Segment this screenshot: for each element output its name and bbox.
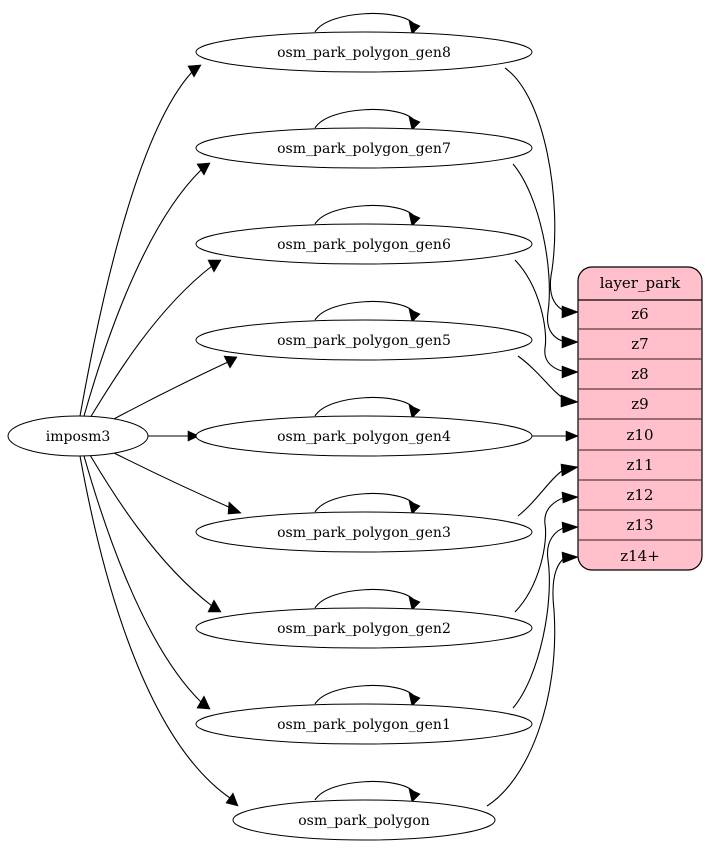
- self-loop-gen6: [314, 204, 415, 225]
- arrowhead-self-loop-gen7: [408, 116, 421, 131]
- node-gen6-label: osm_park_polygon_gen6: [277, 237, 451, 253]
- self-loop-gen1: [314, 684, 415, 705]
- arrowhead-self-loop-gen5: [408, 308, 421, 323]
- edge-imposm3-to-gen7: [83, 169, 202, 417]
- table-cell-z14plus[interactable]: z14+: [620, 547, 660, 565]
- node-gen8-label: osm_park_polygon_gen8: [277, 45, 451, 61]
- arrowhead-gen1-z13: [561, 521, 579, 534]
- arrowhead-imposm3-gen1: [196, 695, 211, 710]
- self-loop-gen5: [314, 300, 415, 321]
- arrowhead-base-z14plus: [561, 551, 579, 564]
- arrowhead-imposm3-gen7: [196, 162, 211, 176]
- edge-group-to-layer-park: [486, 67, 579, 807]
- edge-gen1-to-z13: [512, 526, 567, 709]
- arrowhead-gen4-z10: [565, 430, 579, 442]
- arrowhead-self-loop-base: [408, 788, 421, 803]
- edge-imposm3-to-gen2: [89, 454, 213, 607]
- edge-imposm3-to-gen6: [89, 265, 213, 419]
- arrowhead-self-loop-gen2: [408, 596, 421, 611]
- self-loop-gen2: [314, 588, 415, 609]
- self-loop-base: [314, 780, 415, 801]
- node-gen4-label: osm_park_polygon_gen4: [277, 429, 451, 445]
- arrowhead-imposm3-gen5: [223, 355, 238, 369]
- arrowhead-self-loop-gen4: [408, 404, 421, 419]
- node-gen4-shape[interactable]: [195, 415, 533, 457]
- node-gen5-shape[interactable]: [195, 319, 533, 361]
- self-loop-gen8: [314, 12, 415, 33]
- node-gen1[interactable]: osm_park_polygon_gen1: [195, 703, 533, 745]
- node-imposm3-shape[interactable]: [7, 415, 149, 457]
- arrowhead-gen6-z8: [561, 365, 579, 379]
- edge-imposm3-to-gen5: [111, 361, 229, 421]
- node-imposm3[interactable]: imposm3: [7, 415, 149, 457]
- node-gen2[interactable]: osm_park_polygon_gen2: [195, 607, 533, 649]
- arrowhead-self-loop-gen6: [408, 212, 421, 227]
- layer-park-table[interactable]: layer_park z6 z7 z8 z9 z10 z11 z12 z13 z…: [577, 266, 703, 571]
- node-gen5[interactable]: osm_park_polygon_gen5: [195, 319, 533, 361]
- node-gen3[interactable]: osm_park_polygon_gen3: [195, 511, 533, 553]
- arrowhead-gen8-z6: [561, 305, 579, 319]
- node-gen7-shape[interactable]: [195, 127, 533, 169]
- edge-gen5-to-z9: [517, 355, 567, 401]
- arrowhead-gen5-z9: [560, 394, 579, 408]
- edge-imposm3-to-base: [79, 455, 231, 799]
- node-base-label: osm_park_polygon: [298, 813, 430, 829]
- edge-gen2-to-z12: [514, 496, 567, 613]
- table-cell-z12[interactable]: z12: [627, 486, 654, 504]
- arrowhead-imposm3-gen2: [207, 599, 222, 613]
- arrowhead-imposm3-gen8: [187, 64, 202, 78]
- edge-gen6-to-z8: [514, 259, 567, 373]
- node-gen6-shape[interactable]: [195, 223, 533, 265]
- edge-group-self-loops: [314, 12, 421, 803]
- node-gen7-label: osm_park_polygon_gen7: [277, 141, 451, 157]
- edge-gen7-to-z7: [512, 163, 567, 343]
- node-gen8-shape[interactable]: [195, 31, 533, 73]
- edge-base-to-z14plus: [486, 556, 567, 807]
- table-cell-z7[interactable]: z7: [631, 335, 648, 353]
- self-loop-gen7: [314, 108, 415, 129]
- node-gen6[interactable]: osm_park_polygon_gen6: [195, 223, 533, 265]
- arrowhead-gen3-z11: [560, 463, 579, 477]
- edge-imposm3-to-gen8: [79, 71, 193, 417]
- node-gen2-label: osm_park_polygon_gen2: [277, 621, 451, 637]
- node-gen4[interactable]: osm_park_polygon_gen4: [195, 415, 533, 457]
- self-loop-gen3: [314, 492, 415, 513]
- edge-imposm3-to-gen3: [111, 451, 232, 509]
- node-gen1-shape[interactable]: [195, 703, 533, 745]
- table-cell-z10[interactable]: z10: [627, 426, 654, 444]
- arrowhead-imposm3-gen3: [227, 501, 242, 515]
- edge-gen8-to-z6: [504, 67, 567, 313]
- arrowhead-imposm3-base: [225, 792, 239, 807]
- edge-gen3-to-z11: [517, 467, 567, 517]
- node-base-shape[interactable]: [232, 799, 496, 841]
- arrowhead-imposm3-gen4: [187, 430, 200, 442]
- arrowhead-self-loop-gen8: [408, 20, 421, 35]
- edge-imposm3-to-gen1: [83, 455, 202, 703]
- table-cell-z6[interactable]: z6: [631, 305, 648, 323]
- node-gen3-shape[interactable]: [195, 511, 533, 553]
- node-gen8[interactable]: osm_park_polygon_gen8: [195, 31, 533, 73]
- arrowhead-self-loop-gen1: [408, 692, 421, 707]
- table-cell-z13[interactable]: z13: [627, 516, 654, 534]
- table-cell-z11[interactable]: z11: [627, 456, 654, 474]
- table-cell-z8[interactable]: z8: [631, 365, 648, 383]
- node-base[interactable]: osm_park_polygon: [232, 799, 496, 841]
- node-gen3-label: osm_park_polygon_gen3: [277, 525, 451, 541]
- node-gen7[interactable]: osm_park_polygon_gen7: [195, 127, 533, 169]
- node-imposm3-label: imposm3: [46, 429, 111, 445]
- node-gen5-label: osm_park_polygon_gen5: [277, 333, 451, 349]
- node-gen2-shape[interactable]: [195, 607, 533, 649]
- arrowhead-gen2-z12: [561, 491, 579, 504]
- edge-group-imposm3-fanout: [79, 64, 242, 807]
- self-loop-gen4: [314, 396, 415, 417]
- arrowhead-imposm3-gen6: [207, 259, 222, 273]
- arrowhead-gen7-z7: [561, 335, 579, 349]
- layer-park-title: layer_park: [600, 274, 681, 292]
- arrowhead-self-loop-gen3: [408, 500, 421, 515]
- node-gen1-label: osm_park_polygon_gen1: [277, 717, 451, 733]
- table-cell-z9[interactable]: z9: [631, 395, 648, 413]
